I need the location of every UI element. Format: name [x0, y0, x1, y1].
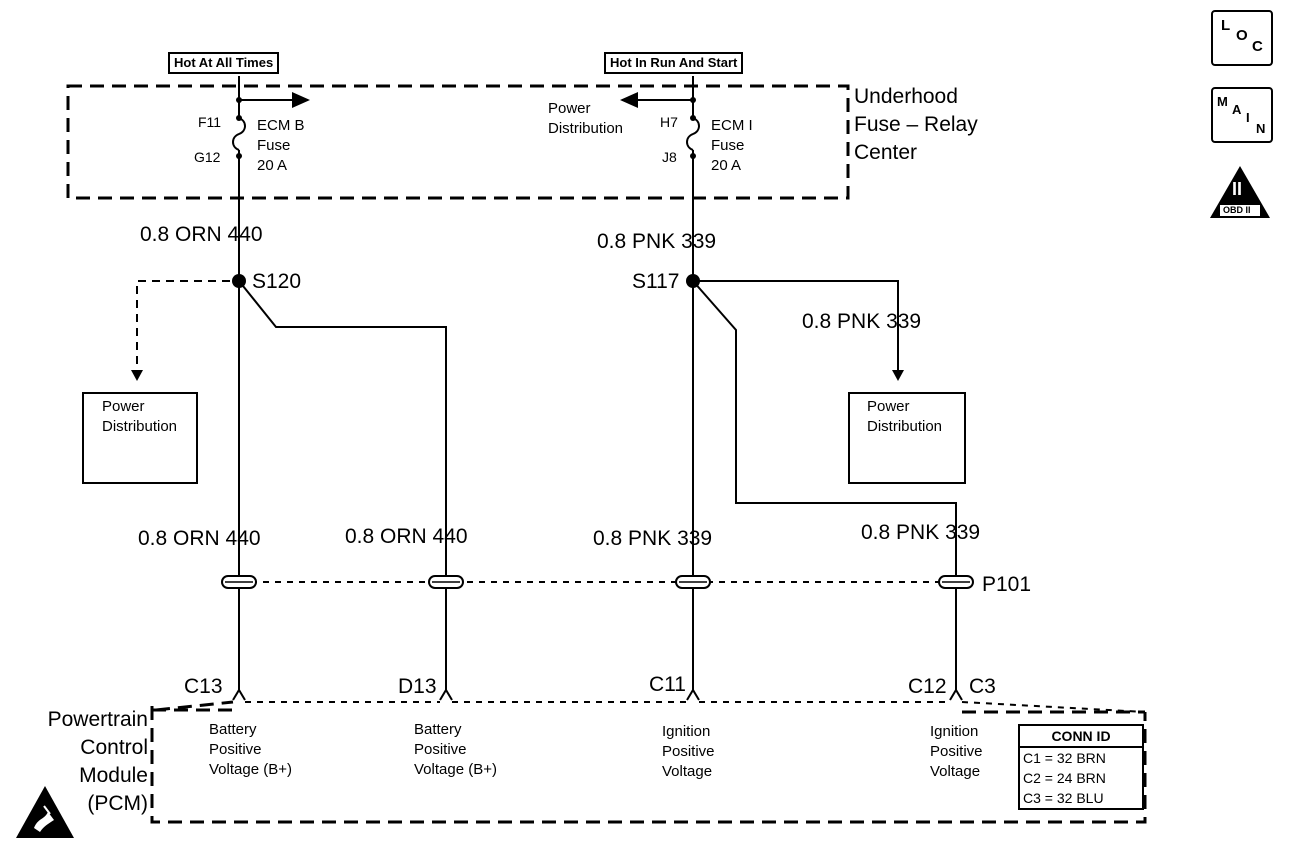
pcm-pin-c13: C13	[184, 675, 223, 698]
fuse-center-outline	[66, 84, 850, 200]
wire-label-pnk-339-c11: 0.8 PNK 339	[593, 527, 713, 550]
conn-id-row: C2 = 24 BRN	[1023, 770, 1106, 786]
fuse-h7-j8	[686, 117, 700, 151]
ecm-b-fuse-label: ECM B Fuse 20 A	[257, 117, 305, 174]
pcm-pin-d13: D13	[398, 675, 437, 698]
connector-p101-label: P101	[982, 573, 1032, 596]
fuse-f11-g12	[232, 117, 246, 151]
conn-id-row: C1 = 32 BRN	[1023, 750, 1106, 766]
wire-label-pnk-339-c12: 0.8 PNK 339	[861, 521, 981, 544]
pin-h7: H7	[660, 114, 678, 130]
pcm-outline	[150, 706, 1147, 824]
power-distribution-box-left: Power Distribution	[82, 392, 198, 484]
esd-warning-icon	[16, 786, 74, 838]
fuse-center-title: Underhood Fuse – Relay Center	[854, 85, 978, 164]
pin-g12: G12	[194, 149, 221, 165]
main-icon[interactable]: M A I N	[1211, 87, 1273, 143]
connector-p101-terminals	[221, 575, 974, 589]
wire-label-pnk-339-upper: 0.8 PNK 339	[597, 230, 717, 253]
pcm-pin-c12: C12	[908, 675, 947, 698]
wire-label-pnk-339-branch: 0.8 PNK 339	[802, 310, 922, 333]
power-distribution-box-right: Power Distribution	[848, 392, 966, 484]
conn-id-table: CONN ID C1 = 32 BRN C2 = 24 BRN C3 = 32 …	[1018, 724, 1144, 810]
splice-s120-label: S120	[252, 270, 302, 293]
splice-s117-label: S117	[632, 270, 680, 293]
conn-id-row: C3 = 32 BLU	[1023, 790, 1104, 806]
pcm-pin-c11: C11	[649, 673, 686, 696]
pin-f11: F11	[198, 114, 222, 130]
pcm-pin-c3: C3	[969, 675, 996, 698]
conn-id-header: CONN ID	[1020, 726, 1142, 748]
wire-label-orn-440-d13: 0.8 ORN 440	[345, 525, 468, 548]
hot-at-all-times-label: Hot At All Times	[168, 52, 280, 74]
loc-icon[interactable]: L O C	[1211, 10, 1273, 66]
wire-label-orn-440-c13: 0.8 ORN 440	[138, 527, 261, 550]
pin-j8: J8	[662, 149, 677, 165]
obd-ii-icon[interactable]: II OBD II	[1208, 164, 1272, 220]
hot-in-run-and-start-label: Hot In Run And Start	[604, 52, 744, 74]
ecm-i-fuse-label: ECM I Fuse 20 A	[711, 117, 753, 174]
wire-label-orn-440-upper: 0.8 ORN 440	[140, 223, 263, 246]
fuse-center-power-distribution: Power Distribution	[548, 100, 624, 137]
pcm-title: Powertrain Control Module (PCM)	[47, 708, 148, 815]
